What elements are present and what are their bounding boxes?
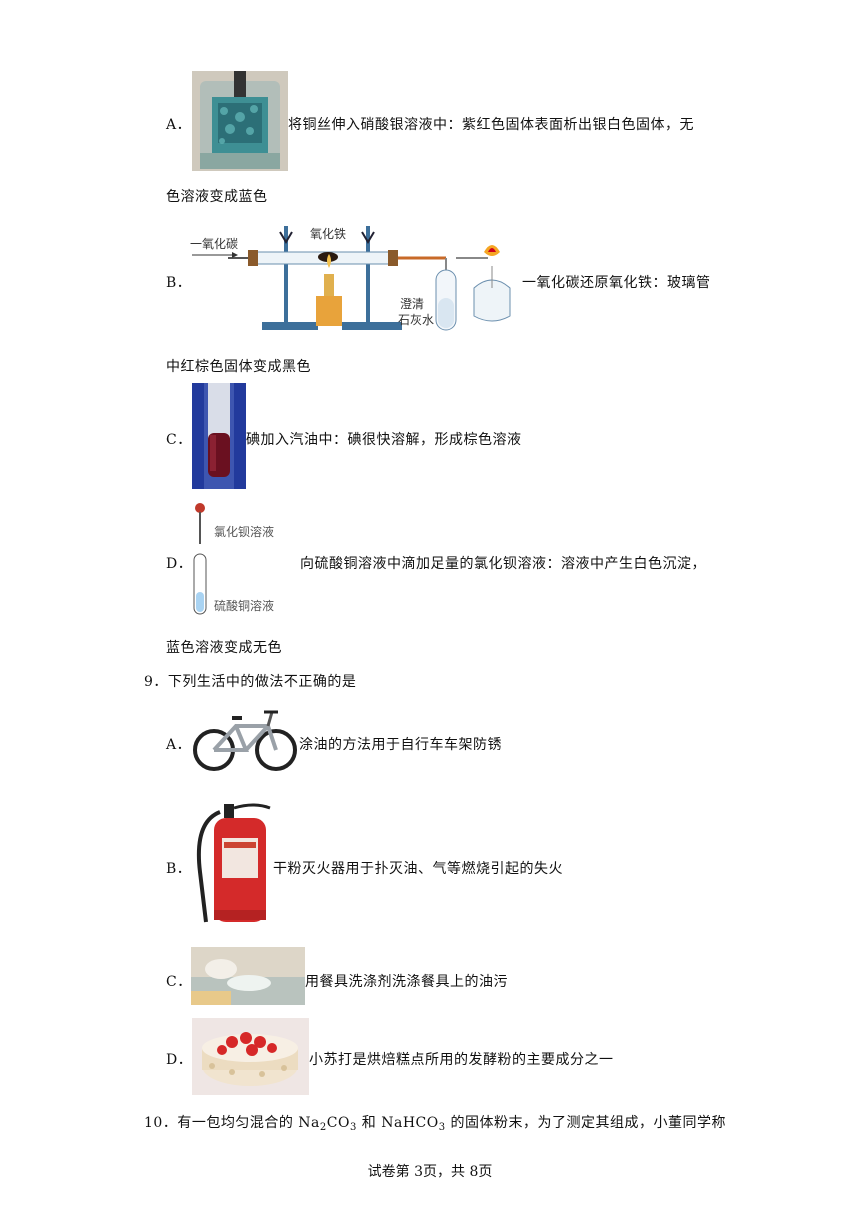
q10-sub-3: 3 [438,1122,446,1133]
q8-option-d-label: D． [166,556,193,572]
q8-option-c-label: C． [166,432,192,448]
q8-option-b-text-line2: 中红棕色固体变成黑色 [166,359,311,375]
limewater-label-line1: 澄清 [400,296,424,311]
bacl2-into-cuso4-diagram: 氯化钡溶液 硫酸铜溶液 [188,500,300,620]
iodine-in-gasoline-photo [192,383,246,489]
q8-option-a-text-line1: 将铜丝伸入硝酸银溶液中：紫红色固体表面析出银白色固体，无 [288,117,694,133]
fe2o3-label: 氧化铁 [310,227,346,241]
q10-stem: 10．有一包均匀混合的 Na2CO3 和 NaHCO3 的固体粉末，为了测定其组… [144,1112,726,1133]
copper-wire-silver-nitrate-photo [192,71,288,171]
q9-option-d-text: 小苏打是烘焙糕点所用的发酵粉的主要成分之一 [309,1052,614,1068]
strawberry-cake-photo [192,1018,309,1095]
limewater-label-line2: 石灰水 [398,313,434,327]
q9-option-b-text: 干粉灭火器用于扑灭油、气等燃烧引起的失火 [273,861,563,877]
bicycle-photo [192,706,298,772]
q10-sub-1: 2 [319,1122,327,1133]
q9-option-c-label: C． [166,974,192,990]
q10-stem-part-1: CO [326,1115,350,1131]
q8-option-d-text-line2: 蓝色溶液变成无色 [166,640,282,656]
bacl2-label: 氯化钡溶液 [214,524,274,539]
q8-option-b-text-line1: 一氧化碳还原氧化铁：玻璃管 [522,275,711,291]
q10-stem-prefix: 10．有一包均匀混合的 Na [144,1115,320,1131]
page-footer: 试卷第 3页，共 8页 [367,1164,493,1180]
q9-option-c-text: 用餐具洗涤剂洗涤餐具上的油污 [305,974,508,990]
q8-option-b-label: B． [166,275,192,291]
q8-option-a-text-line2: 色溶液变成蓝色 [166,189,268,205]
cuso4-label: 硫酸铜溶液 [214,598,274,613]
q9-option-a-text: 涂油的方法用于自行车车架防锈 [299,737,502,753]
co-reduces-iron-oxide-apparatus: 氧化铁 一氧化碳 澄清 石灰水 [188,218,520,336]
q10-sub-2: 3 [349,1122,357,1133]
q10-stem-part-2: 和 NaHCO [356,1115,439,1131]
q8-option-c-text: 碘加入汽油中：碘很快溶解，形成棕色溶液 [246,432,522,448]
q8-option-d-text-line1: 向硫酸铜溶液中滴加足量的氯化钡溶液：溶液中产生白色沉淀， [300,556,706,572]
q9-option-b-label: B． [166,861,192,877]
q10-stem-suffix: 的固体粉末，为了测定其组成，小董同学称 [445,1115,727,1131]
fire-extinguisher-photo [192,798,272,930]
q9-option-a-label: A． [166,737,192,753]
q9-stem: 9．下列生活中的做法不正确的是 [144,674,357,690]
q9-option-d-label: D． [166,1052,193,1068]
co-inlet-label: 一氧化碳 [190,237,238,251]
q8-option-a-label: A． [166,117,192,133]
dishwashing-photo [191,947,305,1005]
